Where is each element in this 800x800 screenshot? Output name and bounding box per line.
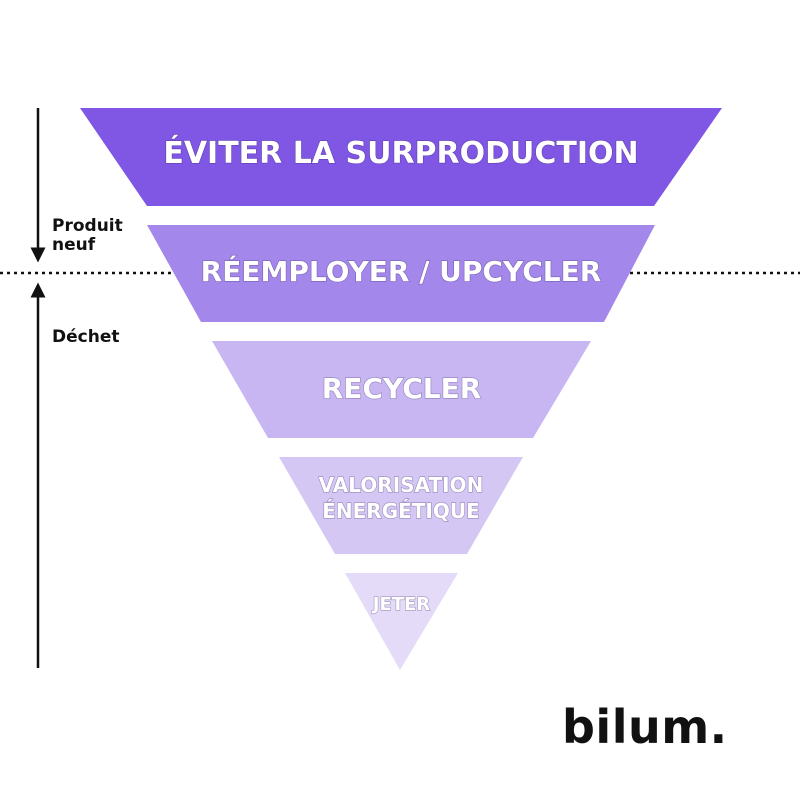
tier-discard: [345, 573, 458, 670]
new-product-label-line-1: Produit: [52, 216, 123, 236]
new-product-label-line-2: neuf: [52, 235, 96, 255]
tier-reuse-upcycle-label: RÉEMPLOYER / UPCYCLER: [201, 254, 602, 288]
tier-avoid-overproduction: [80, 108, 722, 206]
tier-reuse-upcycle: [147, 225, 655, 322]
tier-avoid-overproduction-label: ÉVITER LA SURPRODUCTION: [163, 135, 638, 171]
tier-energy-recovery: [279, 457, 523, 554]
tier-reuse-upcycle-label-line-1: RÉEMPLOYER / UPCYCLER: [201, 254, 602, 288]
waste-label: Déchet: [52, 327, 119, 347]
tier-energy-recovery-label-line-1: VALORISATION: [319, 473, 484, 497]
pyramid-tiers: ÉVITER LA SURPRODUCTION RÉEMPLOYER / UPCY…: [80, 108, 722, 670]
tier-avoid-overproduction-label-line-1: ÉVITER LA SURPRODUCTION: [163, 135, 638, 171]
tier-discard-label-line-1: JETER: [371, 594, 431, 615]
tier-discard-label: JETER: [371, 594, 431, 615]
tier-recycle: [212, 341, 591, 438]
tier-recycle-label: RECYCLER: [322, 372, 482, 405]
tier-recycle-label-line-1: RECYCLER: [322, 372, 482, 405]
new-product-label: Produit neuf: [52, 216, 129, 255]
bilum-logo: bilum.: [562, 700, 728, 754]
tier-energy-recovery-label-line-2: ÉNERGÉTIQUE: [322, 499, 480, 523]
